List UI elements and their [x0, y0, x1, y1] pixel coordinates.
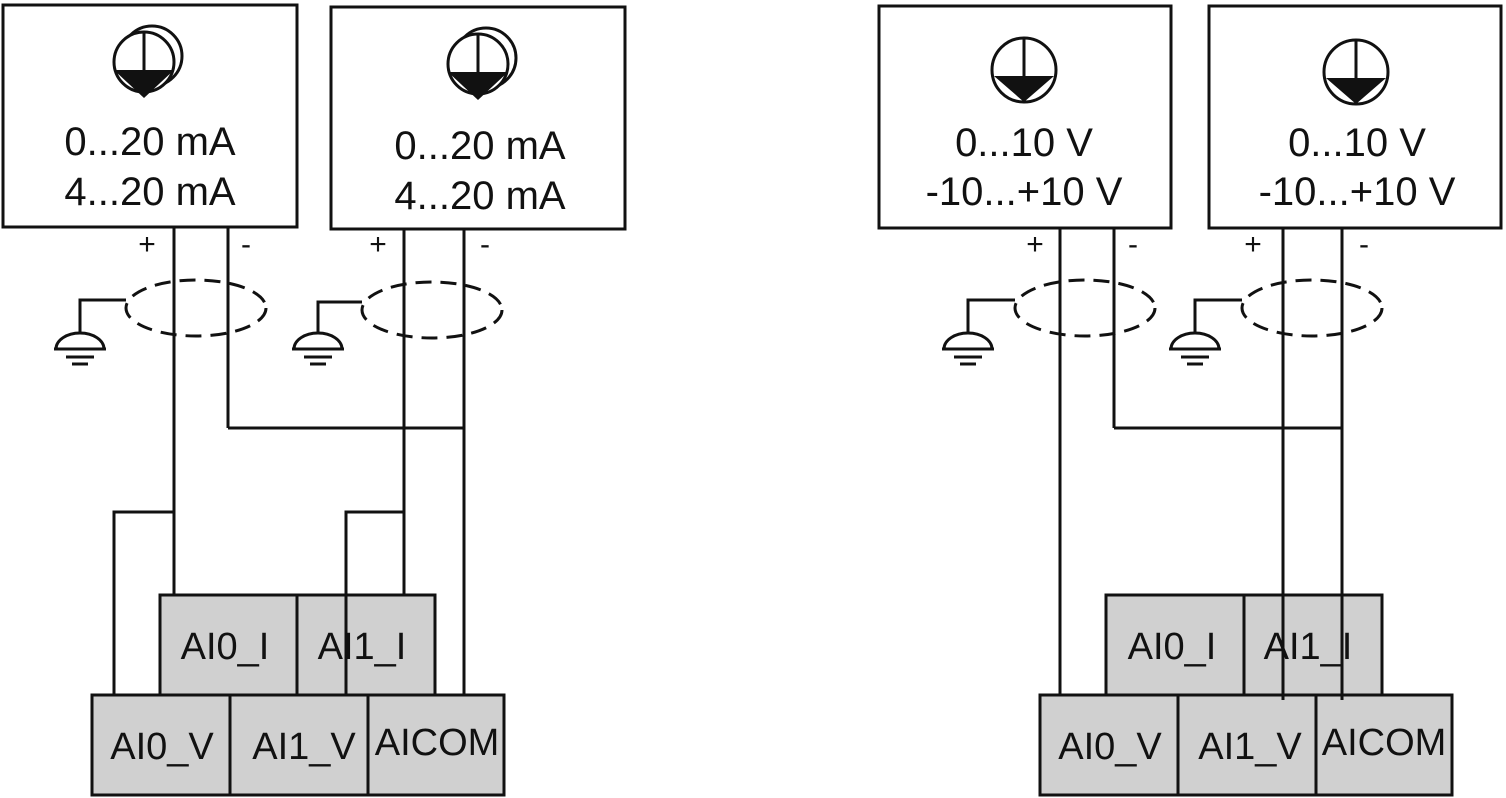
- cable-shield: [124, 278, 268, 338]
- current-source-icon: [446, 26, 518, 100]
- minus-label: -: [1359, 228, 1369, 261]
- sensor-range-label: -10...+10 V: [1259, 170, 1456, 214]
- terminal-ai1-v: [1176, 693, 1318, 797]
- terminal-label: AI1_V: [1198, 726, 1302, 768]
- ground-symbol: [942, 331, 994, 366]
- cable-shield: [360, 280, 504, 340]
- terminal-ai0-v: [1038, 693, 1180, 797]
- terminal-label: AI1_V: [252, 726, 356, 768]
- terminal-ai1-i: [1242, 593, 1384, 697]
- sensor-range-label: 0...10 V: [1288, 121, 1426, 165]
- plus-label: +: [369, 228, 387, 261]
- terminal-label: AI0_V: [110, 726, 214, 768]
- sensor-range-label: 0...10 V: [955, 121, 1093, 165]
- minus-label: -: [1128, 228, 1138, 261]
- voltage-source-icon: [1322, 38, 1390, 106]
- current-source-icon: [112, 24, 184, 98]
- plus-label: +: [138, 228, 156, 261]
- cable-shield: [1240, 278, 1384, 338]
- ground-symbol: [54, 331, 106, 366]
- terminal-label: AICOM: [1322, 722, 1447, 764]
- terminal-label: AI0_I: [1128, 626, 1217, 668]
- voltage-wiring-group: [877, 4, 1503, 797]
- plus-label: +: [1026, 228, 1044, 261]
- sensor-range-label: 4...20 mA: [394, 174, 566, 218]
- minus-label: -: [241, 228, 251, 261]
- terminal-label: AICOM: [375, 722, 500, 764]
- cable-shield: [1013, 278, 1157, 338]
- terminal-aicom: [1314, 693, 1454, 797]
- plus-label: +: [1244, 228, 1262, 261]
- current-wiring-group: [1, 3, 627, 797]
- terminal-ai0-i: [1104, 593, 1246, 697]
- sensor-range-label: -10...+10 V: [926, 170, 1123, 214]
- terminal-label: AI0_I: [181, 626, 270, 668]
- sensor-range-label: 0...20 mA: [64, 120, 236, 164]
- ground-symbol: [292, 331, 344, 366]
- terminal-aicom: [366, 693, 506, 797]
- terminal-label: AI0_V: [1058, 726, 1162, 768]
- sensor-range-label: 4...20 mA: [64, 170, 236, 214]
- terminal-label: AI1_I: [318, 626, 407, 668]
- terminal-ai0-v: [90, 693, 232, 797]
- sensor-range-label: 0...20 mA: [394, 124, 566, 168]
- ground-symbol: [1169, 331, 1221, 366]
- terminal-ai1-v: [228, 693, 370, 797]
- voltage-source-icon: [990, 36, 1058, 104]
- terminal-ai1-i: [295, 593, 437, 697]
- terminal-label: AI1_I: [1264, 626, 1353, 668]
- minus-label: -: [480, 228, 490, 261]
